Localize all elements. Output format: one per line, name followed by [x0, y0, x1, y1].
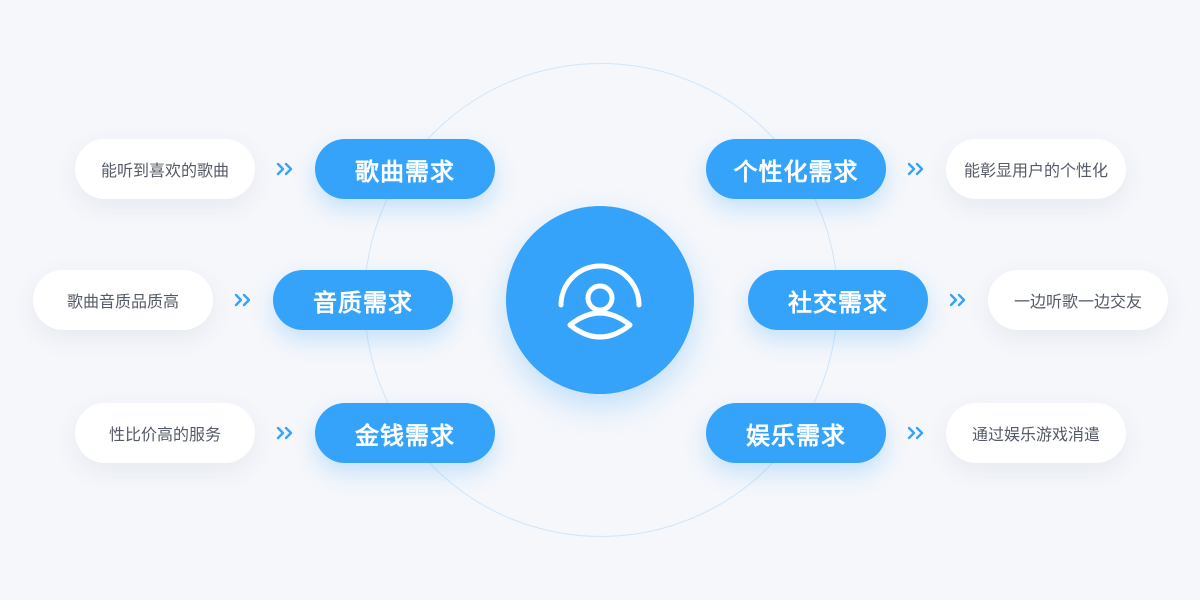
desc-personalization-need: 能彰显用户的个性化 — [946, 139, 1126, 199]
need-money-label: 金钱需求 — [355, 421, 455, 450]
desc-audio-quality-need: 歌曲音质品质高 — [33, 270, 213, 330]
need-audio-quality-button[interactable]: 音质需求 — [273, 270, 453, 330]
desc-entertainment-need-text: 通过娱乐游戏消遣 — [971, 425, 1100, 444]
need-audio-quality-label: 音质需求 — [313, 288, 413, 317]
desc-money-need-text: 性比价高的服务 — [108, 425, 221, 444]
need-personalization-label: 个性化需求 — [733, 157, 859, 186]
double-chevron-right-icon — [234, 293, 251, 307]
need-money-button[interactable]: 金钱需求 — [315, 403, 495, 463]
desc-entertainment-need: 通过娱乐游戏消遣 — [946, 403, 1126, 463]
desc-personalization-need-text: 能彰显用户的个性化 — [963, 161, 1108, 180]
user-icon — [558, 263, 642, 340]
desc-song-need: 能听到喜欢的歌曲 — [75, 139, 255, 199]
desc-audio-quality-need-text: 歌曲音质品质高 — [66, 292, 179, 311]
need-personalization-button[interactable]: 个性化需求 — [706, 139, 886, 199]
need-song-button[interactable]: 歌曲需求 — [315, 139, 495, 199]
need-entertainment-label: 娱乐需求 — [746, 421, 846, 450]
double-chevron-right-icon — [276, 426, 293, 440]
double-chevron-right-icon — [907, 162, 924, 176]
desc-song-need-text: 能听到喜欢的歌曲 — [100, 161, 229, 180]
double-chevron-right-icon — [907, 426, 924, 440]
need-social-button[interactable]: 社交需求 — [748, 270, 928, 330]
desc-social-need-text: 一边听歌一边交友 — [1013, 292, 1142, 311]
need-song-label: 歌曲需求 — [355, 157, 455, 186]
desc-money-need: 性比价高的服务 — [75, 403, 255, 463]
need-social-label: 社交需求 — [788, 288, 888, 317]
double-chevron-right-icon — [276, 162, 293, 176]
double-chevron-right-icon — [949, 293, 966, 307]
desc-social-need: 一边听歌一边交友 — [988, 270, 1168, 330]
need-entertainment-button[interactable]: 娱乐需求 — [706, 403, 886, 463]
center-user-hub — [506, 206, 694, 394]
